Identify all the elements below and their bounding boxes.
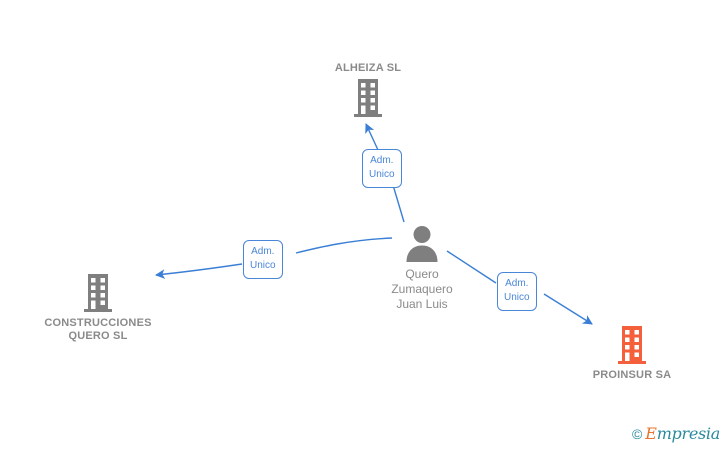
copyright-icon: © [631,426,643,442]
brand-initial: E [645,424,657,443]
edge-label-person-construcciones[interactable]: Adm. Unico [243,240,283,279]
brand-name: Empresia [645,426,720,442]
empresia-watermark: © Empresia [632,426,720,442]
node-construcciones[interactable]: CONSTRUCCIONES QUERO SL [8,272,188,343]
brand-rest: mpresia [656,424,721,443]
edge-person-proinsur [446,250,593,325]
node-proinsur-label: PROINSUR SA [592,369,672,381]
node-person[interactable]: Quero Zumaquero Juan Luis [332,222,512,312]
building-icon [542,324,722,366]
node-alheiza-label: ALHEIZA SL [334,62,402,74]
node-alheiza[interactable]: ALHEIZA SL [278,62,458,119]
node-person-label: Quero Zumaquero Juan Luis [391,267,453,311]
edge-label-person-proinsur[interactable]: Adm. Unico [497,272,537,311]
edge-label-person-alheiza[interactable]: Adm. Unico [362,149,402,188]
node-construcciones-label: CONSTRUCCIONES QUERO SL [44,317,152,342]
person-icon [332,222,512,264]
building-icon [278,77,458,119]
node-proinsur[interactable]: PROINSUR SA [542,324,722,382]
building-icon [8,272,188,314]
edge-person-construcciones [155,237,393,279]
